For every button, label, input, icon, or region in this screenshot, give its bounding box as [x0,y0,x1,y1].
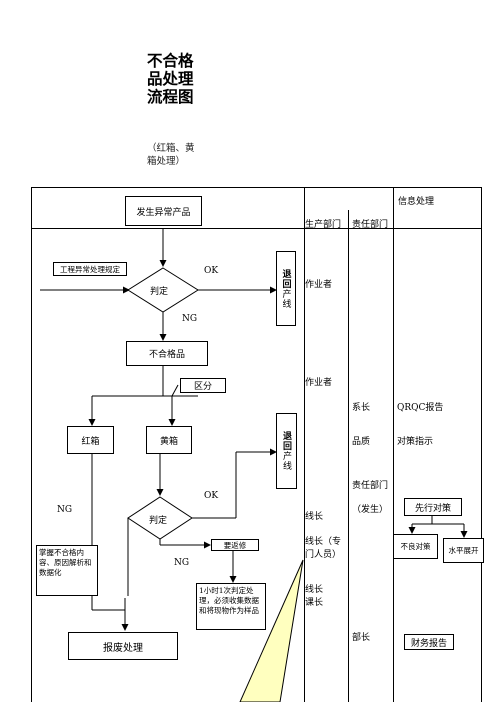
info-instruct: 对策指示 [397,437,434,447]
red-box: 红箱 [67,426,114,454]
return-line-box-2: 退回产线 [276,413,297,489]
production-worker-2: 作业者 [305,378,333,388]
info-qrqc: QRQC报告 [397,403,444,413]
scrap-box: 报废处理 [68,632,178,660]
header-responsible: 责任部门 [352,220,389,230]
ng1-label: NG [182,314,198,324]
production-line-leader-1: 线长 [305,512,324,522]
ng2-label: NG [174,558,190,568]
return1-rest: 产线 [280,288,291,309]
abnormal-product-box: 发生异常产品 [125,196,202,226]
info-spread-box: 水平展开 [443,538,484,563]
info-bad-box: 不良对策 [393,534,438,559]
return2-bold: 退回 [281,431,291,451]
rule-box: 工程异常处理规定 [53,262,127,276]
ok2-label: OK [204,491,219,501]
table-frame [31,187,482,702]
header-production: 生产部门 [305,220,342,230]
production-line-leader-3: 线长课长 [305,585,324,608]
hour-note-box: 1小时1次判定处理，必须收集数据和将现物作为样品 [196,583,266,630]
grasp-note-box: 掌握不合格内容、原因解析和数据化 [36,545,98,596]
responsible-chief: 系长 [352,403,371,413]
page-title: 不合格品处理流程图 [147,51,194,106]
classify-box: 区分 [180,378,226,393]
ok1-label: OK [204,266,219,276]
responsible-quality: 品质 [352,437,371,447]
info-finance-box: 财务报告 [404,634,454,650]
ng-left-label: NG [57,505,73,515]
info-prior-box: 先行对策 [404,498,462,516]
responsible-dept: 责任部门（发生） [352,481,389,515]
yellow-box: 黄箱 [146,426,192,454]
rework-box: 要返修 [211,539,259,551]
production-worker-1: 作业者 [305,280,333,290]
callout-triangle [239,559,304,702]
return1-bold: 退回 [280,268,291,289]
judge1-label: 判定 [150,287,169,297]
responsible-director: 部长 [352,633,371,643]
header-info: 信息处理 [398,197,435,207]
page-subtitle: （红箱、黄箱处理） [147,143,195,167]
production-line-leader-2: 线长（专门人员） [305,537,342,560]
defective-box: 不合格品 [126,341,208,366]
return-line-box-1: 退回产线 [276,251,296,326]
return2-rest: 产线 [281,451,291,471]
judge2-label: 判定 [149,516,168,526]
